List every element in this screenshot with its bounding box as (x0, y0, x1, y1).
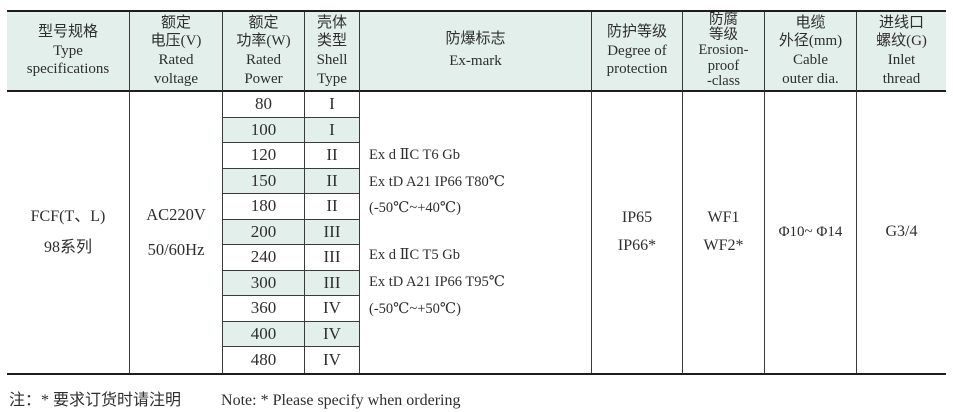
shell-type-cell: II (305, 194, 360, 220)
footnote-en: Note: * Please specify when ordering (221, 392, 461, 409)
header-cable-outer-dia: 电缆 外径(mm) Cable outer dia. (765, 12, 857, 92)
power-cell: 480 (223, 347, 305, 373)
power-cell: 80 (223, 92, 305, 118)
power-cell: 400 (223, 321, 305, 347)
shell-type-cell: IV (305, 347, 360, 373)
cell-rated-voltage: AC220V 50/60Hz (130, 92, 223, 373)
shell-type-cell: I (305, 117, 360, 143)
cell-type-specification: FCF(T、L) 98系列 (7, 92, 130, 373)
power-cell: 120 (223, 143, 305, 169)
cell-cable-outer-dia: Φ10~ Φ14 (765, 92, 857, 373)
cell-inlet-thread: G3/4 (857, 92, 946, 373)
cell-ex-mark: Ex d ⅡC T6 Gb Ex tD A21 IP66 T80℃(-50℃~+… (360, 92, 592, 373)
power-cell: 150 (223, 168, 305, 194)
footnote: 注：* 要求订货时请注明 Note: * Please specify when… (9, 386, 461, 410)
header-inlet-thread: 进线口 螺纹(G) Inlet thread (857, 12, 946, 92)
header-rated-power: 额定 功率(W) Rated Power (223, 12, 305, 92)
shell-type-cell: III (305, 270, 360, 296)
specification-table: 型号规格 Type specifications 额定 电压(V) Rated … (7, 10, 946, 375)
cell-degree-of-protection: IP65 IP66* (592, 92, 683, 373)
shell-type-cell: II (305, 143, 360, 169)
power-cell: 240 (223, 245, 305, 271)
power-cell: 200 (223, 219, 305, 245)
shell-type-cell: I (305, 92, 360, 118)
shell-type-cell: III (305, 245, 360, 271)
footnote-zh: 注：* 要求订货时请注明 (9, 392, 182, 409)
ex-mark-block-2: Ex d ⅡC T5 Gb Ex tD A21 IP66 T95℃(-50℃~+… (369, 247, 505, 317)
power-cell: 300 (223, 270, 305, 296)
shell-type-cell: III (305, 219, 360, 245)
header-rated-voltage: 额定 电压(V) Rated voltage (130, 12, 223, 92)
power-cell: 100 (223, 117, 305, 143)
power-cell: 180 (223, 194, 305, 220)
header-ex-mark: 防爆标志 Ex-mark (360, 12, 592, 92)
shell-type-cell: IV (305, 296, 360, 322)
shell-type-cell: IV (305, 321, 360, 347)
power-cell: 360 (223, 296, 305, 322)
header-shell-type: 壳体 类型 Shell Type (305, 12, 360, 92)
shell-type-cell: II (305, 168, 360, 194)
header-erosion-proof-class: 防腐 等级 Erosion- proof -class (683, 12, 765, 92)
header-degree-of-protection: 防护等级 Degree of protection (592, 12, 683, 92)
ex-mark-block-1: Ex d ⅡC T6 Gb Ex tD A21 IP66 T80℃(-50℃~+… (369, 146, 505, 217)
cell-erosion-proof-class: WF1 WF2* (683, 92, 765, 373)
header-type-specifications: 型号规格 Type specifications (7, 12, 130, 92)
